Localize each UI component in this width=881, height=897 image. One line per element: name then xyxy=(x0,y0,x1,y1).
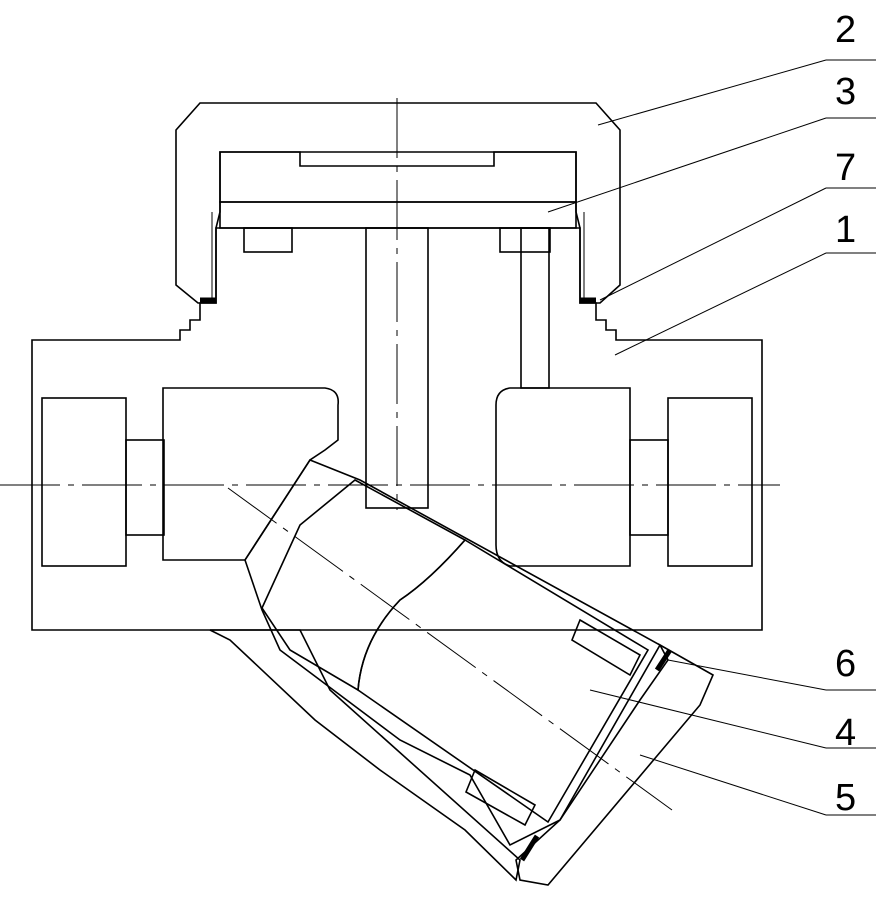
leader-lines xyxy=(547,59,876,816)
strainer-screen xyxy=(261,479,650,827)
callout-label-7: 7 xyxy=(835,147,856,189)
bonnet-cap xyxy=(175,102,621,304)
callout-label-2: 2 xyxy=(835,9,856,51)
center-lines xyxy=(0,98,780,811)
callout-label-4: 4 xyxy=(835,712,856,754)
plug-seal xyxy=(519,648,673,862)
callout-label-6: 6 xyxy=(835,643,856,685)
strainer-plug xyxy=(209,459,715,886)
callout-label-1: 1 xyxy=(835,209,856,251)
callout-label-3: 3 xyxy=(835,71,856,113)
gasket-seal xyxy=(200,212,596,303)
disc-plate xyxy=(219,201,577,229)
callout-label-5: 5 xyxy=(835,777,856,819)
